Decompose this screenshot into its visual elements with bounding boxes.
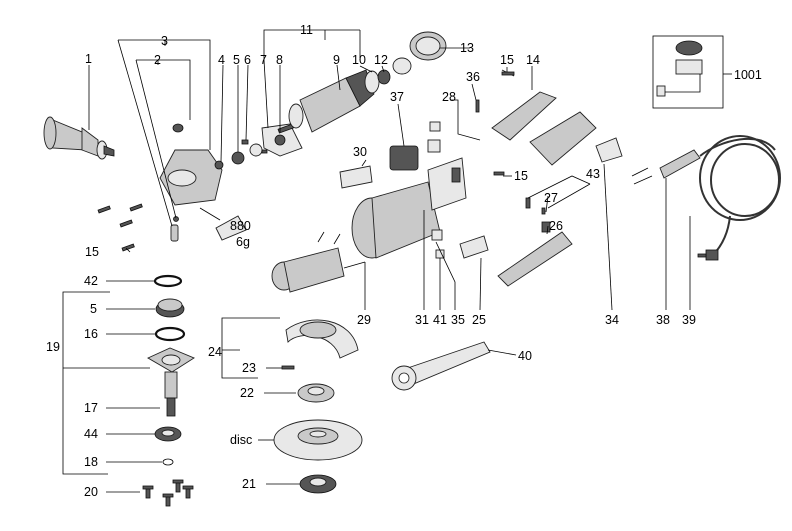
label-44: 44 xyxy=(84,427,98,441)
label-15-top: 15 xyxy=(500,53,514,67)
spanner-40-part xyxy=(391,341,491,391)
clamp-nut-21-part xyxy=(299,474,337,494)
label-17: 17 xyxy=(84,401,98,415)
label-39: 39 xyxy=(682,313,696,327)
gear-stack-parts xyxy=(142,274,195,507)
grinding-disc-part xyxy=(273,419,363,461)
label-9: 9 xyxy=(333,53,340,67)
label-28: 28 xyxy=(442,90,456,104)
label-11: 11 xyxy=(300,23,313,37)
label-38: 38 xyxy=(656,313,670,327)
label-16: 16 xyxy=(84,327,98,341)
label-41: 41 xyxy=(433,313,447,327)
label-29: 29 xyxy=(357,313,371,327)
label-42: 42 xyxy=(84,274,98,288)
label-2: 2 xyxy=(154,53,161,67)
label-15-mid: 15 xyxy=(514,169,528,183)
part-number-labels: 1 2 3 4 5 6 7 8 9 10 11 12 13 14 15 36 3… xyxy=(46,23,762,499)
label-6: 6 xyxy=(244,53,251,67)
label-880: 880 xyxy=(230,219,251,233)
ring-13-part xyxy=(409,31,447,61)
label-20: 20 xyxy=(84,485,98,499)
gear-housing-part xyxy=(159,123,223,206)
label-35: 35 xyxy=(451,313,465,327)
label-12: 12 xyxy=(374,53,388,67)
label-1001: 1001 xyxy=(734,68,762,82)
pin-part xyxy=(170,216,179,242)
label-34-part xyxy=(595,137,623,163)
label-3: 3 xyxy=(161,34,168,48)
label-30-part xyxy=(339,165,373,189)
power-cable-part xyxy=(631,135,781,261)
label-40: 40 xyxy=(518,349,532,363)
label-43: 43 xyxy=(586,167,600,181)
brush-cover-part xyxy=(475,69,597,176)
label-26: 26 xyxy=(549,219,563,233)
label-disc: disc xyxy=(230,433,252,447)
switch-part xyxy=(389,121,441,171)
label-34: 34 xyxy=(605,313,619,327)
label-18: 18 xyxy=(84,455,98,469)
label-10: 10 xyxy=(352,53,366,67)
label-19: 19 xyxy=(46,340,60,354)
label-37: 37 xyxy=(390,90,404,104)
label-7: 7 xyxy=(260,53,267,67)
bearing-plate-part xyxy=(261,123,303,157)
label-24: 24 xyxy=(208,345,222,359)
label-5-stack: 5 xyxy=(90,302,97,316)
label-4: 4 xyxy=(218,53,225,67)
nameplate-part xyxy=(459,235,489,259)
armature-part xyxy=(277,57,412,134)
label-5: 5 xyxy=(233,53,240,67)
flange-22-part xyxy=(297,383,335,403)
label-1: 1 xyxy=(85,52,92,66)
label-21: 21 xyxy=(242,477,256,491)
label-8: 8 xyxy=(276,53,283,67)
stator-part xyxy=(271,231,345,293)
side-handle-part xyxy=(43,116,115,160)
schematic-1001-part xyxy=(652,35,724,109)
label-36: 36 xyxy=(466,70,480,84)
nut-parts xyxy=(214,139,268,170)
screws-15-parts xyxy=(97,203,143,252)
small-blocks-part xyxy=(431,229,445,259)
label-22: 22 xyxy=(240,386,254,400)
label-27: 27 xyxy=(544,191,558,205)
label-30: 30 xyxy=(353,145,367,159)
label-6g: 6g xyxy=(236,235,250,249)
label-31: 31 xyxy=(415,313,429,327)
label-23: 23 xyxy=(242,361,256,375)
label-13: 13 xyxy=(460,41,474,55)
label-14: 14 xyxy=(526,53,540,67)
label-25: 25 xyxy=(472,313,486,327)
wheel-guard-part xyxy=(281,319,359,370)
label-15-left: 15 xyxy=(85,245,99,259)
leader-lines xyxy=(62,29,732,493)
switch-lever-part xyxy=(497,197,573,287)
spacer-880-part xyxy=(215,215,247,241)
